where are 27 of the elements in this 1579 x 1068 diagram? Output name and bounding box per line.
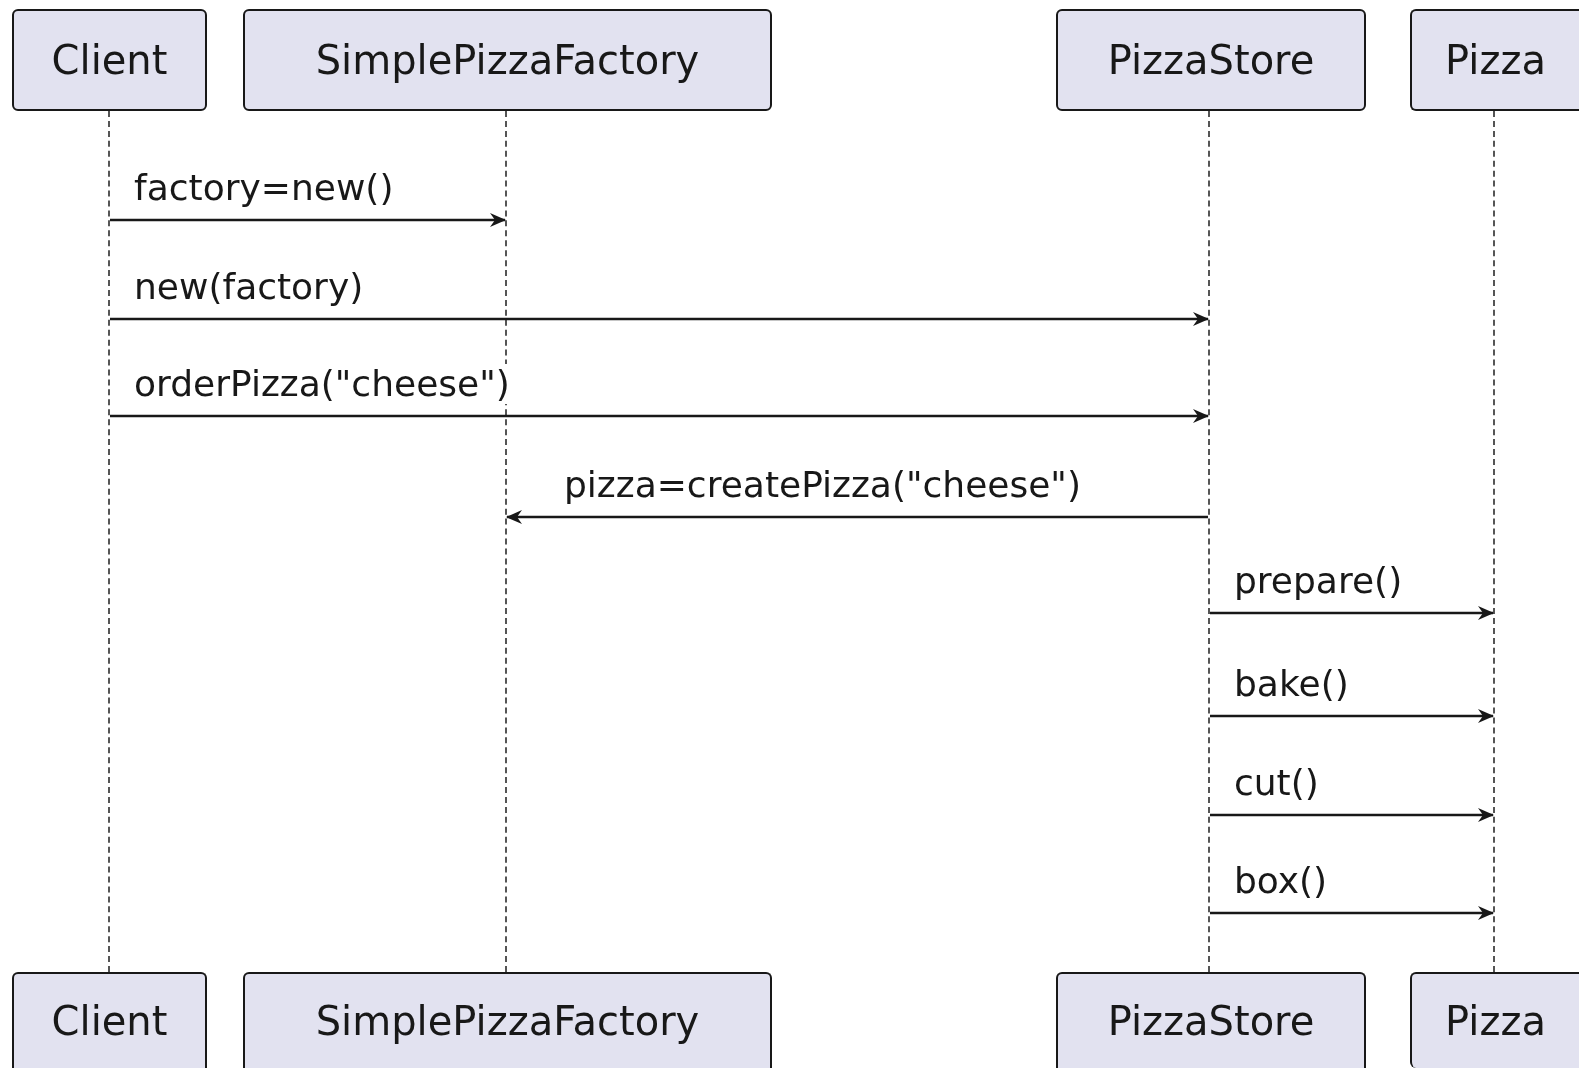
participant-box bbox=[243, 972, 772, 1068]
lifeline bbox=[1208, 111, 1210, 972]
participant-name: SimplePizzaFactory bbox=[315, 37, 700, 83]
participant-box bbox=[12, 9, 207, 111]
participant-name: Client bbox=[51, 37, 168, 83]
message-arrow bbox=[1210, 906, 1494, 920]
message-arrow bbox=[110, 409, 1209, 423]
participant-box bbox=[1410, 9, 1579, 111]
message-arrow bbox=[110, 312, 1209, 326]
participant-name: SimplePizzaFactory bbox=[315, 998, 700, 1044]
participant-box bbox=[1410, 972, 1579, 1068]
message-arrow bbox=[1210, 606, 1494, 620]
participant-name: Pizza bbox=[1445, 998, 1546, 1044]
lifeline bbox=[1493, 111, 1495, 972]
message-arrow bbox=[1210, 808, 1494, 822]
participant-box bbox=[12, 972, 207, 1068]
participant-box bbox=[243, 9, 772, 111]
participant-name: PizzaStore bbox=[1107, 998, 1315, 1044]
participant-box bbox=[1056, 9, 1366, 111]
participant-box bbox=[1056, 972, 1366, 1068]
message-arrow bbox=[1210, 709, 1494, 723]
lifeline bbox=[108, 111, 110, 972]
participant-name: Client bbox=[51, 998, 168, 1044]
message-arrow bbox=[506, 510, 1208, 524]
message-arrow bbox=[110, 213, 506, 227]
participant-name: Pizza bbox=[1445, 37, 1546, 83]
participant-name: PizzaStore bbox=[1107, 37, 1315, 83]
